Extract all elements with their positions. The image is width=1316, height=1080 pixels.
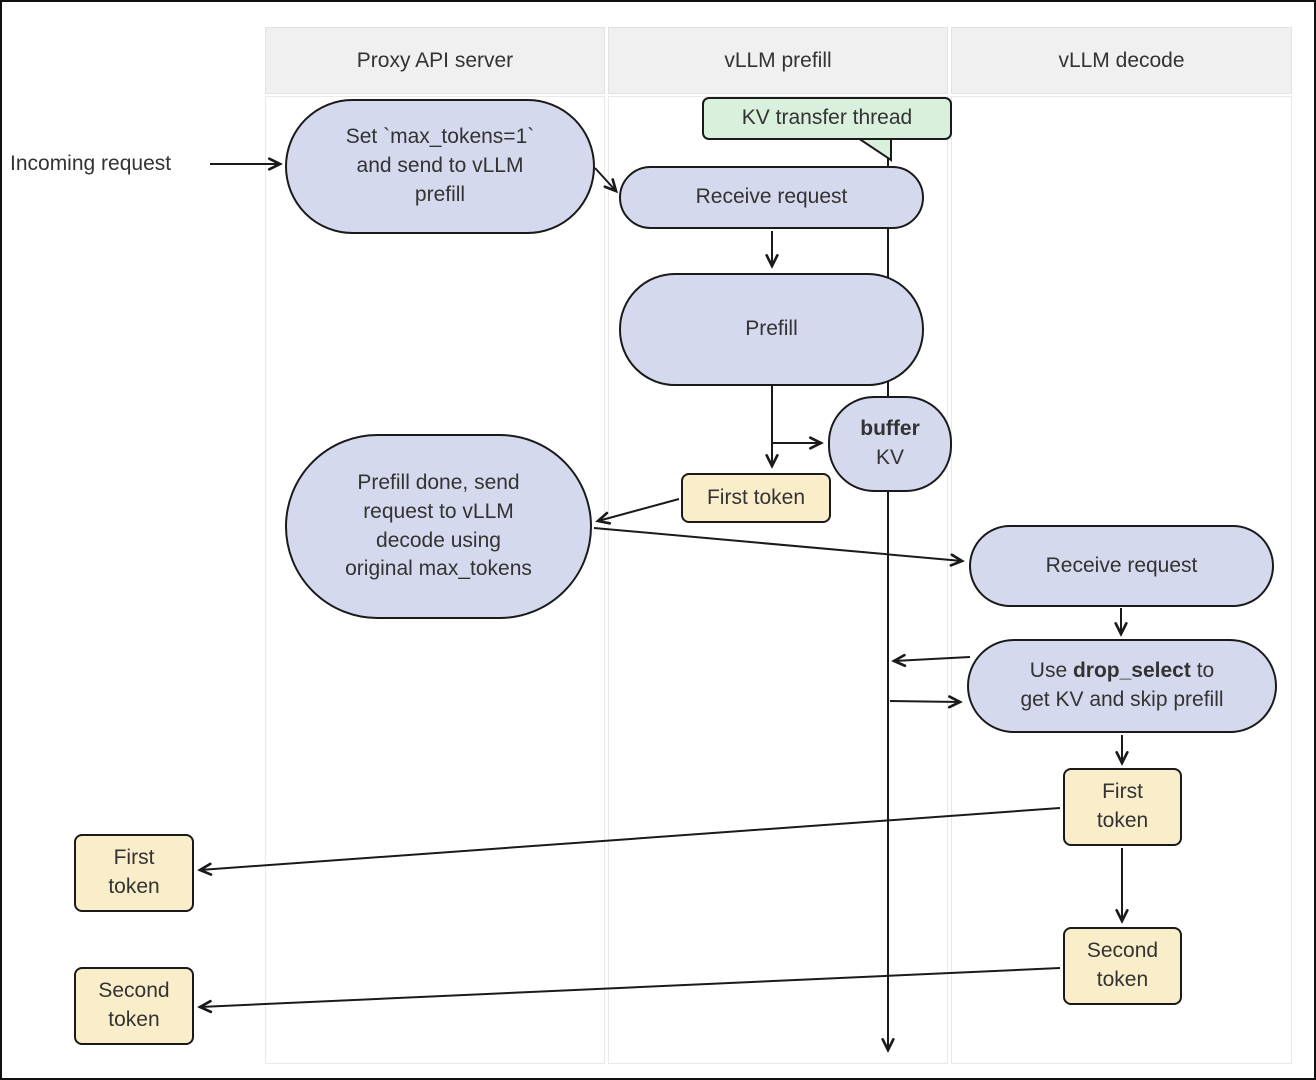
node-prefill: Prefill xyxy=(619,273,924,386)
edge-drop-select-to-kv-thread xyxy=(894,657,971,661)
lane-header-decode: vLLM decode xyxy=(951,27,1292,94)
node-prefill-done: Prefill done, send request to vLLM decod… xyxy=(285,434,592,619)
edge-prefill-done-to-receive-decode xyxy=(593,527,962,561)
node-second-token-output: Second token xyxy=(74,967,194,1045)
edge-first-token-decode-to-output xyxy=(200,807,1061,870)
node-buffer-kv-kv: KV xyxy=(875,446,904,469)
lane-header-prefill: vLLM prefill xyxy=(608,27,948,94)
node-set-max-tokens: Set `max_tokens=1` and send to vLLM pref… xyxy=(285,99,595,234)
node-first-token-decode-label: First token xyxy=(1096,780,1149,832)
kv-thread-tail xyxy=(854,137,892,162)
node-first-token-output: First token xyxy=(74,834,194,912)
node-first-token-prefill-label: First token xyxy=(706,485,806,509)
node-drop-select-line2: get KV and skip prefill xyxy=(1020,688,1224,711)
node-prefill-done-label: Prefill done, send request to vLLM decod… xyxy=(345,470,532,581)
edge-first-token-to-prefill-done xyxy=(598,498,680,521)
node-receive-request-decode: Receive request xyxy=(969,525,1274,607)
node-receive-request-prefill: Receive request xyxy=(619,166,924,229)
edge-second-token-decode-to-output xyxy=(200,967,1061,1007)
node-drop-select-line1: Use drop_select to xyxy=(1029,659,1215,683)
node-first-token-output-label: First token xyxy=(108,846,160,898)
node-first-token-prefill: First token xyxy=(681,473,831,523)
node-kv-transfer-thread-label: KV transfer thread xyxy=(741,106,913,130)
edge-proxy-to-prefill xyxy=(594,167,616,191)
node-second-token-decode-label: Second token xyxy=(1086,939,1159,991)
node-prefill-label: Prefill xyxy=(745,317,798,341)
node-receive-request-decode-label: Receive request xyxy=(1045,553,1198,577)
node-buffer-kv: buffer KV xyxy=(828,396,952,492)
label-incoming-request: Incoming request xyxy=(10,152,172,175)
node-buffer-kv-word: buffer xyxy=(860,417,920,441)
node-drop-select: Use drop_select to get KV and skip prefi… xyxy=(967,639,1277,733)
node-kv-transfer-thread: KV transfer thread xyxy=(702,97,952,140)
edge-kv-thread-to-drop-select xyxy=(889,701,960,702)
node-receive-request-prefill-label: Receive request xyxy=(695,185,848,209)
node-first-token-decode: First token xyxy=(1063,768,1182,846)
node-second-token-output-label: Second token xyxy=(98,979,170,1031)
node-second-token-decode: Second token xyxy=(1063,927,1182,1005)
lane-header-proxy: Proxy API server xyxy=(265,27,605,94)
node-set-max-tokens-label: Set `max_tokens=1` and send to vLLM pref… xyxy=(345,125,535,206)
